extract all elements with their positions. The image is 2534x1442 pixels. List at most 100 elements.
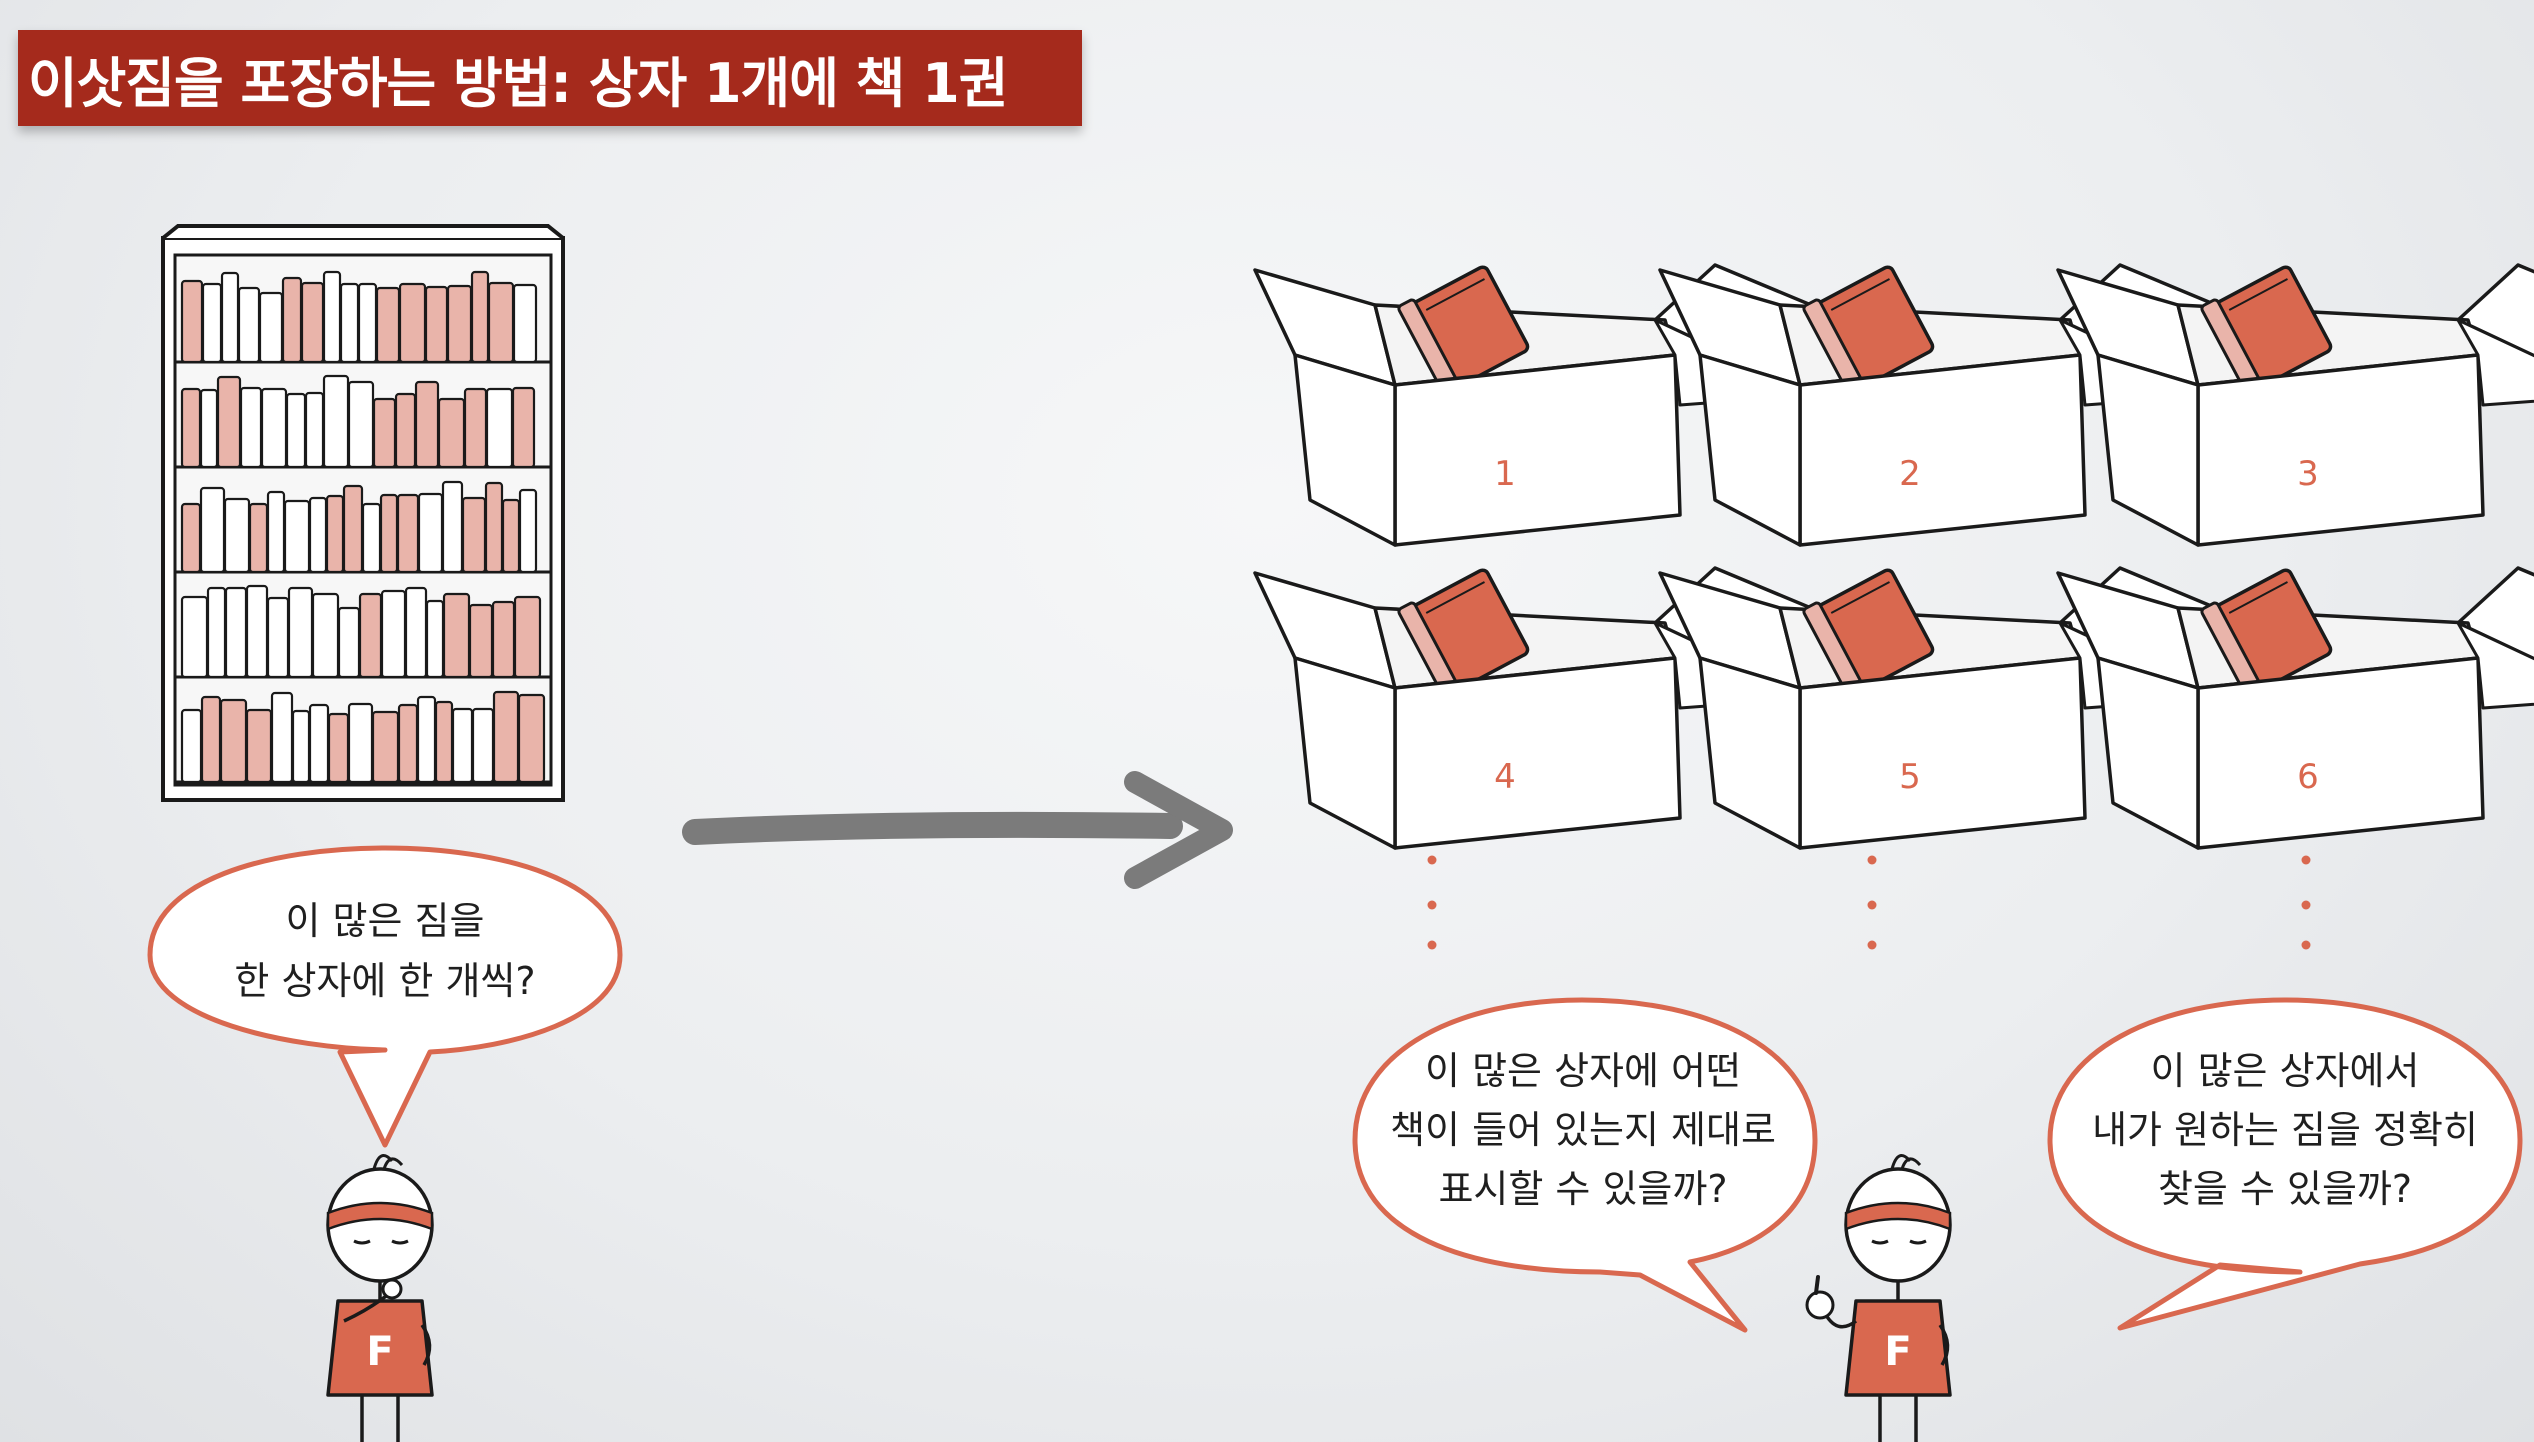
- shelf-book: [470, 270, 490, 364]
- shelf-book: [396, 493, 420, 574]
- shelf-book: [245, 708, 273, 784]
- title-banner: 이삿짐을 포장하는 방법: 상자 1개에 책 1권: [18, 30, 1082, 126]
- open-box-icon: 5: [1658, 562, 2302, 850]
- box-number-label: 3: [2297, 454, 2319, 494]
- bubble-line: 이 많은 상자에서: [2150, 1049, 2420, 1093]
- shelf-book: [414, 380, 440, 469]
- shelf-book: [322, 270, 342, 364]
- shelf-book: [492, 690, 520, 784]
- shelf-book: [501, 498, 521, 574]
- shelf-book: [461, 496, 487, 574]
- bookshelf-icon: [161, 224, 565, 802]
- shelf-book: [437, 397, 466, 469]
- shelf-book: [394, 392, 417, 469]
- shelf-book: [219, 698, 248, 784]
- shelf-book: [398, 282, 427, 364]
- shelf-book: [200, 695, 222, 784]
- box-number-label: 6: [2297, 757, 2319, 797]
- shelf-book: [180, 279, 204, 364]
- shelf-book: [485, 387, 514, 469]
- bubble-line: 이 많은 상자에 어떤: [1425, 1049, 1741, 1093]
- shelf-book: [446, 284, 473, 364]
- speech-bubble-middle-text: 이 많은 상자에 어떤 책이 들어 있는지 제대로 표시할 수 있을까?: [1348, 1052, 1818, 1229]
- shelf-book: [206, 586, 227, 679]
- shelf-book: [375, 286, 401, 364]
- box-number-label: 4: [1494, 757, 1516, 797]
- bubble-line: 찾을 수 있을까?: [2157, 1167, 2413, 1211]
- shelf-book: [327, 712, 350, 784]
- speech-bubble-icon: [147, 845, 623, 1148]
- shelf-book: [379, 493, 399, 574]
- shelf-book: [223, 497, 251, 574]
- shelf-book: [308, 703, 330, 784]
- shelf-book: [245, 584, 269, 679]
- box-number-label: 1: [1494, 454, 1516, 494]
- continuation-dots: [1427, 855, 2311, 950]
- arrow-right-icon: [682, 771, 1233, 889]
- shelf-book: [397, 703, 419, 784]
- shelf-book: [511, 386, 536, 469]
- bubble-line: 한 상자에 한 개씩?: [234, 959, 536, 1003]
- shelf-book: [484, 481, 504, 574]
- open-box-icon: 3: [2056, 259, 2534, 547]
- shelf-book: [417, 492, 444, 574]
- shelf-book: [311, 592, 340, 679]
- shelf-book: [260, 387, 288, 469]
- shelf-book: [451, 707, 474, 784]
- shelf-book: [287, 586, 314, 679]
- shelf-book: [248, 502, 269, 574]
- shelf-book: [308, 496, 328, 574]
- shelf-book: [266, 596, 290, 679]
- stick-figure-icon: F: [326, 1153, 434, 1442]
- shelf-book: [239, 386, 263, 469]
- box-number-label: 5: [1899, 757, 1921, 797]
- shelf-book: [237, 286, 261, 364]
- shelf-book: [380, 589, 407, 679]
- shelf-book: [491, 600, 516, 679]
- shelf-book: [180, 595, 209, 679]
- bubble-line: 내가 원하는 짐을 정확히: [2092, 1108, 2478, 1152]
- open-box-icon: 4: [1253, 562, 1897, 850]
- shelf-book: [337, 606, 361, 679]
- open-box-icon: 2: [1658, 259, 2302, 547]
- shelf-book: [441, 480, 464, 574]
- shelf-book: [266, 490, 286, 574]
- shelf-book: [216, 375, 242, 469]
- shelf-book: [518, 488, 538, 574]
- shelf-book: [339, 282, 360, 364]
- shelf-book: [512, 283, 538, 364]
- shelf-book: [487, 281, 515, 364]
- shelf-book: [442, 592, 471, 679]
- shelf-book: [180, 708, 203, 784]
- bubble-line: 책이 들어 있는지 제대로: [1390, 1108, 1776, 1152]
- shelf-book: [434, 700, 454, 784]
- shelf-book: [199, 388, 219, 469]
- shelf-book: [283, 499, 311, 574]
- shelf-book: [416, 695, 437, 784]
- shelf-book: [372, 397, 397, 469]
- box-number-label: 2: [1899, 454, 1921, 494]
- shelf-book: [468, 603, 494, 679]
- shelf-book: [361, 502, 382, 574]
- shelf-book: [325, 494, 345, 574]
- shelf-book: [322, 374, 350, 469]
- shelf-book: [281, 276, 303, 364]
- shelf-book: [270, 691, 294, 784]
- shelf-book: [201, 282, 223, 364]
- shelf-book: [180, 387, 202, 469]
- open-box-icon: 1: [1253, 259, 1897, 547]
- shelf-book: [180, 502, 202, 574]
- shelf-book: [517, 693, 546, 784]
- open-box-icon: 6: [2056, 562, 2534, 850]
- shelf-book: [357, 282, 378, 364]
- shelf-book: [258, 291, 284, 364]
- shelf-book: [291, 709, 311, 784]
- shelf-book: [199, 486, 226, 574]
- shirt-letter: F: [366, 1329, 393, 1375]
- shelf-book: [424, 285, 449, 364]
- shelf-book: [342, 484, 364, 574]
- shelf-book: [220, 271, 240, 364]
- shelf-book: [463, 387, 488, 469]
- speech-bubble-left-text: 이 많은 짐을 한 상자에 한 개씩?: [150, 902, 620, 1022]
